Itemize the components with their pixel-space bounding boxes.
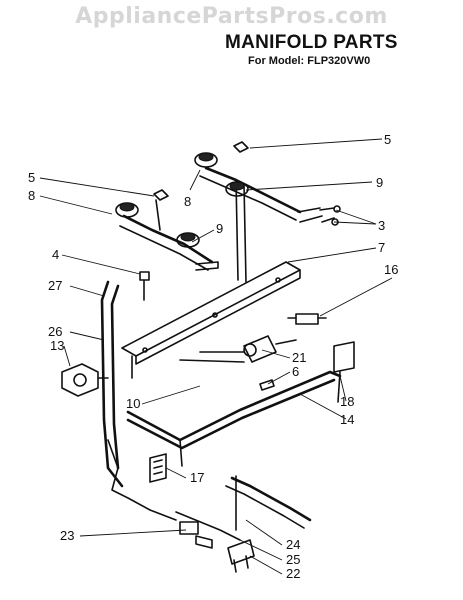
callout-3: 3 <box>378 218 385 233</box>
valve-assembly <box>179 335 297 363</box>
callout-13: 13 <box>50 338 64 353</box>
callout-16: 16 <box>384 262 398 277</box>
callout-8-left: 8 <box>28 188 35 203</box>
manifold-bracket <box>121 261 301 379</box>
callout-9-right: 9 <box>376 175 383 190</box>
callout-24: 24 <box>286 537 300 552</box>
callout-17: 17 <box>190 470 204 485</box>
callout-6: 6 <box>292 364 299 379</box>
wire-harness <box>107 439 177 521</box>
callout-7: 7 <box>378 240 385 255</box>
callout-18: 18 <box>340 394 354 409</box>
manifold-pipe <box>100 280 342 488</box>
leader-lines <box>39 138 393 575</box>
callout-8-center: 8 <box>184 194 191 209</box>
callout-4: 4 <box>52 247 59 262</box>
terminal-block <box>149 453 167 483</box>
model-subtitle: For Model: FLP320VW0 <box>248 55 371 67</box>
watermark: AppliancePartsPros.com <box>75 4 388 29</box>
callout-22: 22 <box>286 566 300 581</box>
callout-14: 14 <box>340 412 354 427</box>
callout-27: 27 <box>48 278 62 293</box>
diagram-title: MANIFOLD PARTS <box>225 32 398 53</box>
callout-25: 25 <box>286 552 300 567</box>
wire-connector <box>259 379 275 391</box>
callout-5-right: 5 <box>384 132 391 147</box>
upper-right-burner-assembly <box>194 141 341 283</box>
callout-5-left: 5 <box>28 170 35 185</box>
callout-10: 10 <box>126 396 140 411</box>
igniter-switch <box>287 313 327 325</box>
callout-9-center: 9 <box>216 221 223 236</box>
callout-21: 21 <box>292 350 306 365</box>
side-bracket <box>333 341 355 403</box>
lower-burner-assembly <box>175 475 312 573</box>
upper-left-burner-assembly <box>115 189 219 271</box>
fitting-4 <box>139 271 150 301</box>
callout-23: 23 <box>60 528 74 543</box>
pressure-regulator <box>61 363 109 397</box>
callout-26: 26 <box>48 324 62 339</box>
callout-numbers: 5 5 8 8 9 9 3 7 4 16 27 26 13 21 6 10 18… <box>28 132 398 581</box>
